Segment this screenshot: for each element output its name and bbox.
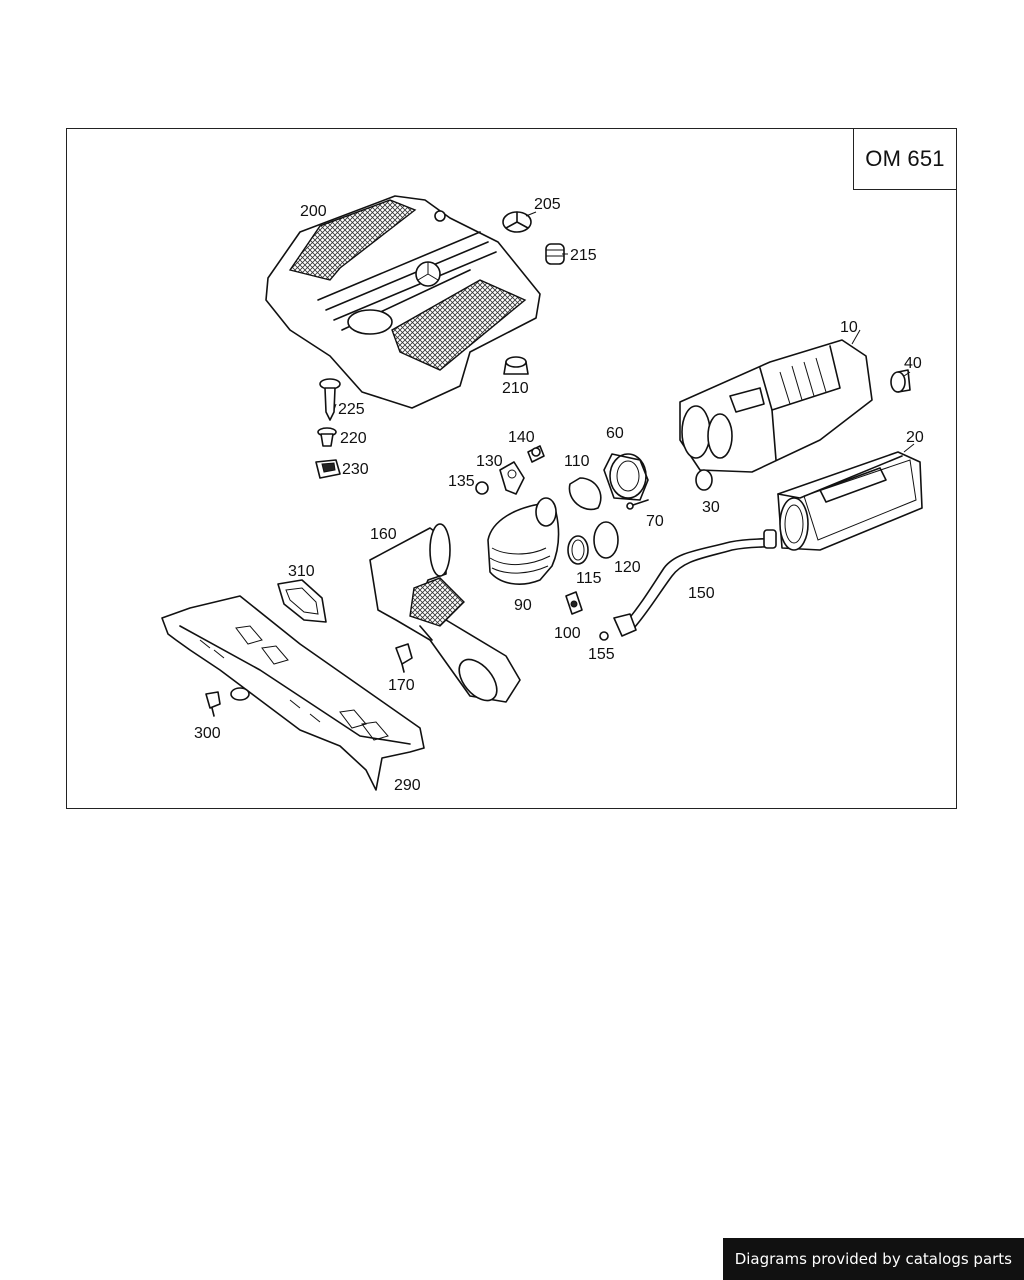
part-label-160: 160 [370,526,397,543]
filter-element-part [777,451,923,551]
part-label-300: 300 [194,725,221,742]
clamp-120-part [593,521,619,559]
clamp-110-part [568,477,602,511]
grommet-part [545,243,565,265]
part-label-120: 120 [614,559,641,576]
sensor-130-part [499,461,525,495]
nut-155-part [599,631,609,641]
intake-pipe-part [369,523,521,703]
part-label-115: 115 [576,570,602,587]
engine-code-label: OM 651 [853,128,957,190]
clip-300-part [205,687,250,717]
clip-part [317,427,337,447]
credit-badge: Diagrams provided by catalogs parts [722,1238,1024,1280]
part-label-70: 70 [646,513,664,530]
part-label-60: 60 [606,425,624,442]
engine-cover-part [265,195,541,409]
seal-115-part [567,535,589,565]
sleeve-part [890,369,911,393]
part-label-210: 210 [502,380,529,397]
hose-150-part [613,529,777,637]
part-label-290: 290 [394,777,421,794]
part-label-150: 150 [688,585,715,602]
part-label-310: 310 [288,563,315,580]
part-label-20: 20 [906,429,924,446]
part-label-110: 110 [564,453,590,470]
clamp-nut-part [315,459,341,479]
part-label-30: 30 [702,499,720,516]
part-label-140: 140 [508,429,535,446]
nut-part [503,356,529,375]
part-label-230: 230 [342,461,369,478]
valve-100-part [565,591,583,615]
leader-lines [333,211,915,453]
screw-70-part [626,499,649,510]
part-label-200: 200 [300,203,327,220]
intake-duct-part [487,497,560,585]
part-label-90: 90 [514,597,532,614]
part-label-170: 170 [388,677,415,694]
fastener-pin-part [319,378,341,421]
part-label-225: 225 [338,401,365,418]
part-label-220: 220 [340,430,367,447]
clip-170-part [395,643,413,673]
part-label-155: 155 [588,646,615,663]
bolt-140-part [527,445,545,463]
ring-part [695,469,713,491]
part-label-100: 100 [554,625,581,642]
air-mass-sensor-part [603,453,649,501]
air-filter-housing-part [679,339,873,473]
seal-frame-310-part [277,579,327,623]
part-label-10: 10 [840,319,858,336]
part-label-135: 135 [448,473,475,490]
part-label-215: 215 [570,247,597,264]
o-ring-135-part [475,481,489,495]
part-label-130: 130 [476,453,503,470]
star-emblem-part [502,211,532,233]
part-label-205: 205 [534,196,561,213]
air-guide-290-part [161,595,425,791]
part-label-40: 40 [904,355,922,372]
